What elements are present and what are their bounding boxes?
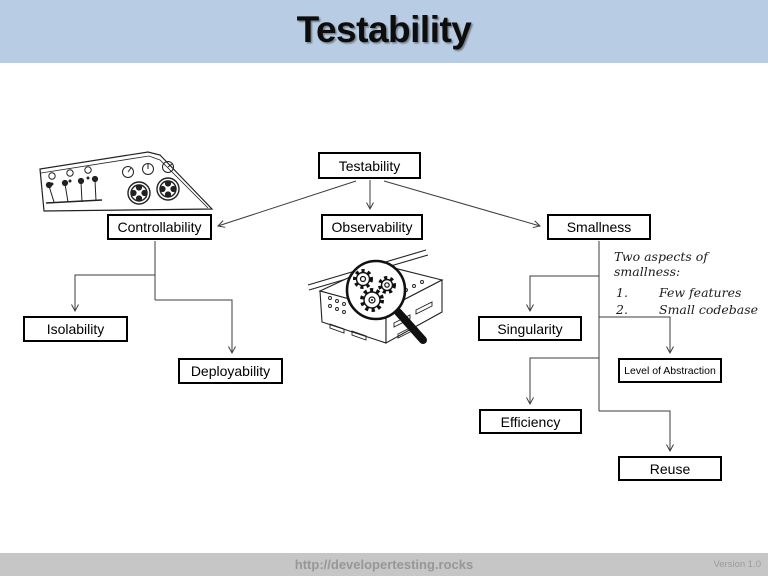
node-reuse: Reuse [618,456,722,481]
annotation-item: 2. Small codebase [614,301,768,318]
node-level-of-abstraction: Level of Abstraction [618,358,722,383]
node-controllability: Controllability [107,214,212,240]
footer-url: http://developertesting.rocks [294,557,474,572]
control-panel-icon [39,151,214,212]
node-deployability: Deployability [178,358,283,384]
node-testability: Testability [318,152,421,179]
node-efficiency: Efficiency [479,409,582,434]
slide-header: Testability [0,0,768,63]
node-singularity: Singularity [478,316,582,341]
annotation-item-number: 1. [616,285,628,300]
annotation-item-text: Few features [659,285,742,300]
footer-version: Version 1.0 [713,559,761,570]
annotation-title: Two aspects of smallness: [614,249,708,279]
magnifier-gears-icon [307,249,444,344]
node-observability: Observability [321,214,423,240]
slide-footer: http://developertesting.rocks Version 1.… [0,553,768,576]
annotation-item-text: Small codebase [659,302,759,317]
smallness-annotation: Two aspects of smallness: 1. Few feature… [614,249,768,318]
annotation-item: 1. Few features [614,284,768,301]
slide-title: Testability [296,9,472,50]
annotation-item-number: 2. [616,302,628,317]
node-isolability: Isolability [23,316,128,342]
node-smallness: Smallness [547,214,651,240]
